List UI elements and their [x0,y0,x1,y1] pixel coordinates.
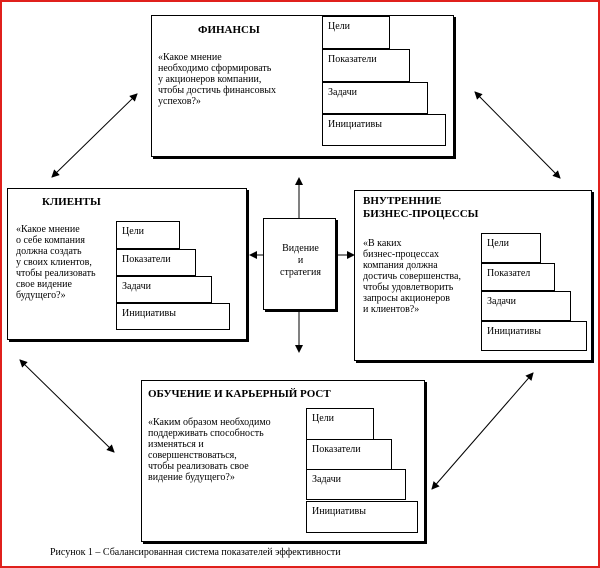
finance-step-goals: Цели [322,16,390,49]
internal-step-tasks: Задачи [481,291,571,321]
finance-step-initiatives: Инициативы [322,114,446,146]
clients-step-goals: Цели [116,221,180,249]
finance-box: ФИНАНСЫ «Какое мнение необходимо сформир… [151,15,454,157]
figure-caption: Рисунок 1 – Сбалансированная система пок… [50,547,341,558]
internal-step-goals: Цели [481,233,541,263]
clients-step-tasks: Задачи [116,276,212,303]
clients-box: КЛИЕНТЫ «Какое мнение о себе компания до… [7,188,247,340]
internal-step-indicators: Показател [481,263,555,291]
finance-quote: «Какое мнение необходимо сформировать у … [158,52,277,107]
clients-title: КЛИЕНТЫ [42,196,101,208]
learning-step-indicators: Показатели [306,439,392,470]
vision-strategy-box: Видение и стратегия [263,218,336,310]
internal-quote: «В каких бизнес-процессах компания должн… [363,238,461,315]
internal-step-initiatives: Инициативы [481,321,587,351]
finance-step-indicators: Показатели [322,49,410,82]
learning-quote: «Каким образом необходимо поддерживать с… [148,417,271,483]
arrow-clients-learning [19,359,115,453]
clients-step-initiatives: Инициативы [116,303,230,330]
finance-step-tasks: Задачи [322,82,428,114]
learning-title: ОБУЧЕНИЕ И КАРЬЕРНЫЙ РОСТ [148,388,331,400]
internal-processes-box: ВНУТРЕННИЕ БИЗНЕС-ПРОЦЕССЫ «В каких бизн… [354,190,592,361]
learning-step-tasks: Задачи [306,469,406,500]
learning-step-goals: Цели [306,408,374,441]
arrow-finance-clients [51,93,138,178]
clients-quote: «Какое мнение о себе компания должна соз… [16,224,96,301]
finance-title: ФИНАНСЫ [198,24,260,36]
clients-step-indicators: Показатели [116,249,196,276]
learning-growth-box: ОБУЧЕНИЕ И КАРЬЕРНЫЙ РОСТ «Каким образом… [141,380,425,542]
arrow-finance-internal [474,91,561,179]
arrow-internal-learning [431,372,534,490]
learning-step-initiatives: Инициативы [306,501,418,533]
vision-strategy-label: Видение и стратегия [280,243,321,278]
internal-title: ВНУТРЕННИЕ БИЗНЕС-ПРОЦЕССЫ [363,195,479,220]
